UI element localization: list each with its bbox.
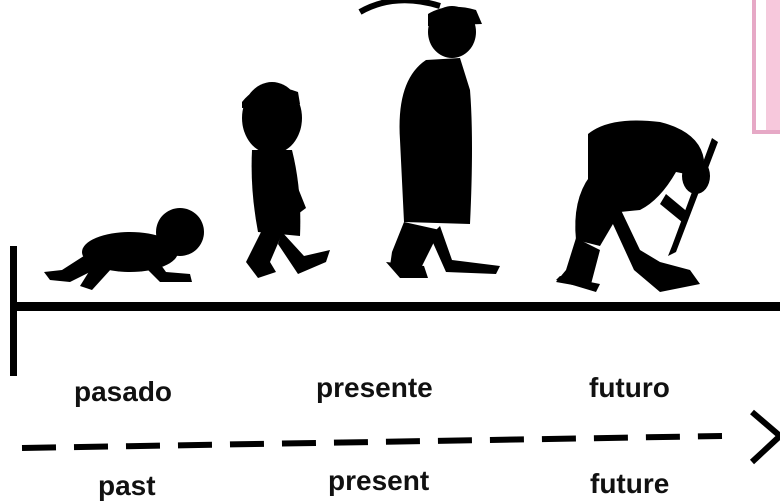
label-futuro: futuro	[589, 372, 670, 403]
adult-walking-icon	[386, 6, 500, 278]
label-pasado: pasado	[74, 376, 173, 407]
cropped-curve-shape	[358, 0, 441, 15]
elderly-person-with-cane-icon	[556, 120, 718, 292]
dashed-time-arrow	[21, 409, 780, 465]
label-past: past	[98, 470, 156, 501]
label-present: present	[328, 465, 430, 496]
label-presente: presente	[316, 372, 433, 403]
timeline-line	[10, 302, 780, 311]
label-future: future	[590, 468, 670, 499]
arrow-right-icon	[749, 409, 780, 465]
child-walking-icon	[242, 82, 330, 278]
baby-crawling-icon	[44, 208, 204, 290]
pink-side-panel	[752, 0, 780, 134]
